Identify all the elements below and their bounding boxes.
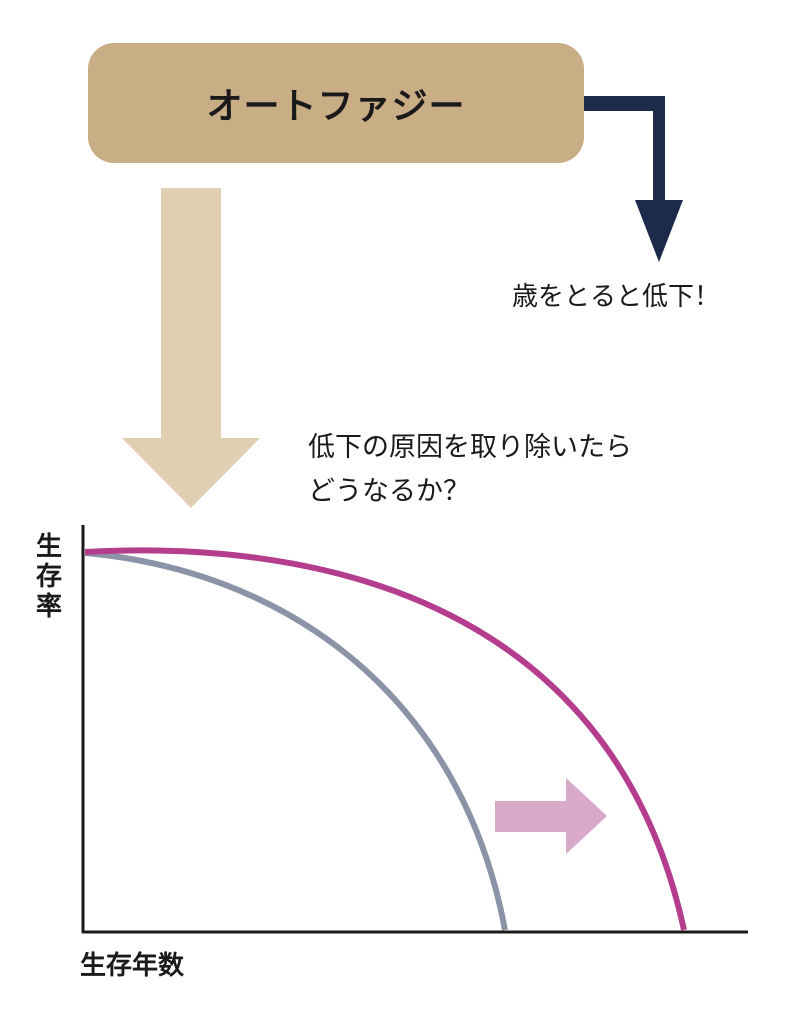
shift-right-arrow	[495, 778, 607, 854]
y-axis-label-char: 存	[36, 562, 63, 592]
decline-note: 歳をとると低下！	[512, 282, 721, 312]
decline-arrow	[584, 96, 683, 262]
y-axis-label-char: 生	[36, 532, 63, 562]
x-axis-label: 生存年数	[80, 951, 185, 981]
big-down-arrow	[122, 188, 260, 508]
question-line-1: 低下の原因を取り除いたら	[308, 432, 632, 463]
survival-curve-extended	[84, 547, 687, 931]
question-text: 低下の原因を取り除いたら どうなるか？	[308, 426, 632, 514]
survival-curve-normal	[84, 550, 508, 931]
autophagy-title: オートファジー	[206, 86, 466, 127]
y-axis-label-char: 率	[36, 592, 63, 622]
autophagy-box	[88, 43, 584, 163]
question-line-2: どうなるか？	[308, 476, 470, 507]
y-axis-label: 生 存 率	[36, 532, 70, 622]
